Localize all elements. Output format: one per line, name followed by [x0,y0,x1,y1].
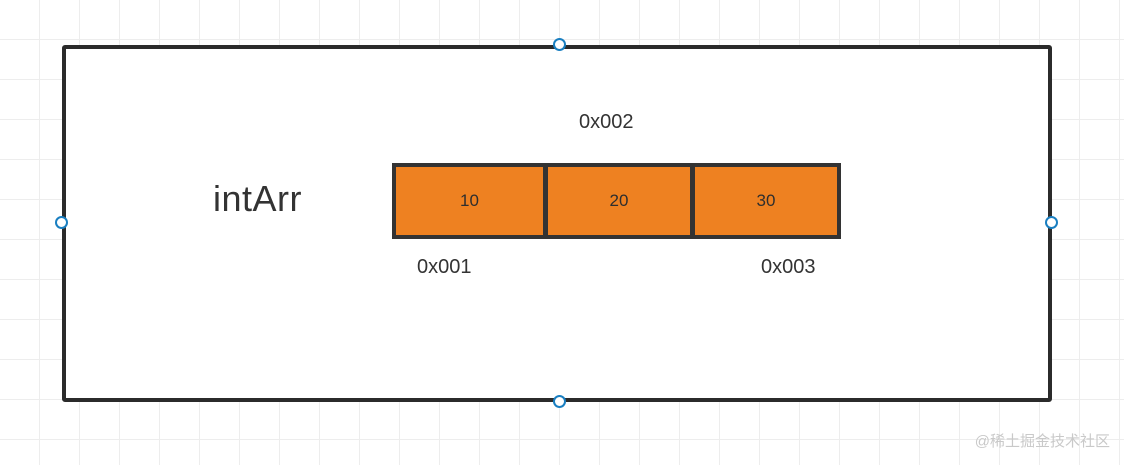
array-cells-group[interactable]: 10 20 30 [392,163,841,239]
watermark-text: @稀土掘金技术社区 [974,433,1110,450]
resize-handle-bottom[interactable] [553,395,566,408]
array-cell[interactable]: 10 [396,167,543,235]
resize-handle-left[interactable] [55,216,68,229]
address-label-middle: 0x002 [579,111,634,133]
resize-handle-right[interactable] [1045,216,1058,229]
array-cell[interactable]: 20 [543,167,690,235]
address-label-first: 0x001 [417,256,472,278]
variable-name-label: intArr [213,178,303,219]
address-label-last: 0x003 [761,256,816,278]
resize-handle-top[interactable] [553,38,566,51]
array-cell[interactable]: 30 [690,167,837,235]
